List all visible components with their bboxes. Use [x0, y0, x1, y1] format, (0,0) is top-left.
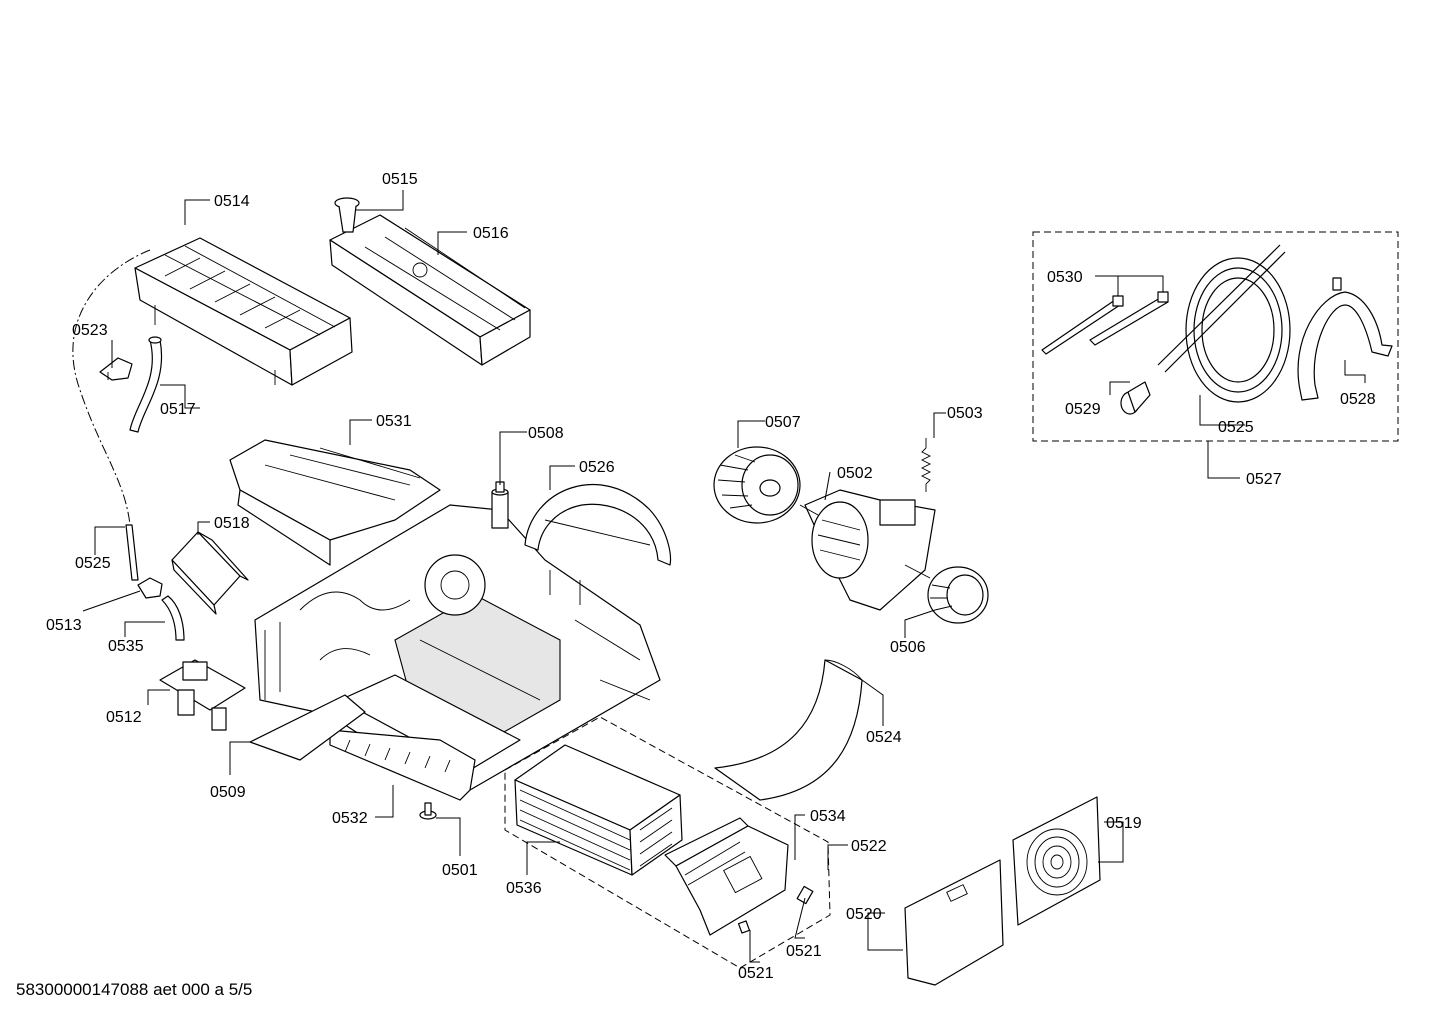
label-0515: 0515: [382, 171, 418, 188]
label-0526: 0526: [579, 459, 615, 476]
label-0508: 0508: [528, 425, 564, 442]
label-0525-right: 0525: [1218, 419, 1254, 436]
label-0507: 0507: [765, 414, 801, 431]
label-0523: 0523: [72, 322, 108, 339]
base-housing: [254, 504, 661, 801]
part-0529-grommet: [1120, 381, 1151, 415]
label-0536: 0536: [506, 880, 542, 897]
assembly-0522-outline: [504, 716, 831, 969]
part-0518-cover: [171, 531, 249, 615]
part-0501-screw: [419, 802, 437, 820]
part-0509-plate: [249, 694, 366, 761]
part-0536-heat-exchanger: [514, 744, 683, 876]
part-0513-connector: [137, 577, 163, 599]
label-0534: 0534: [810, 808, 846, 825]
part-0503-spring: [920, 438, 932, 492]
label-0531: 0531: [376, 413, 412, 430]
label-0501: 0501: [442, 862, 478, 879]
label-0524: 0524: [866, 729, 902, 746]
label-0522: 0522: [851, 838, 887, 855]
part-0523-clip: [99, 357, 133, 381]
label-0513: 0513: [46, 617, 82, 634]
part-0507-fan-wheel: [713, 446, 801, 524]
label-0509: 0509: [210, 784, 246, 801]
part-0526-half-shell: [524, 484, 672, 605]
hose-0525-left-path: [72, 249, 151, 526]
label-0521-bottom: 0521: [738, 965, 774, 982]
part-0521-clip-a: [737, 920, 751, 934]
part-0531-air-duct: [229, 439, 441, 566]
label-0503: 0503: [947, 405, 983, 422]
label-0530: 0530: [1047, 269, 1083, 286]
part-0516-tank-lid: [329, 214, 531, 366]
label-0519: 0519: [1106, 815, 1142, 832]
part-0524-curved-strip: [714, 659, 863, 801]
part-0502-motor: [799, 489, 936, 611]
part-0534-filter: [664, 817, 789, 936]
part-0525-coiled-hose: [1157, 244, 1291, 403]
label-0512: 0512: [106, 709, 142, 726]
part-0521-clip-b: [796, 885, 814, 905]
part-0512-valve: [159, 659, 246, 731]
label-0506: 0506: [890, 639, 926, 656]
label-0518: 0518: [214, 515, 250, 532]
part-0514-container: [134, 237, 353, 386]
part-0519-cover-plate: [1012, 796, 1101, 926]
label-0516: 0516: [473, 225, 509, 242]
part-0530-cable-ties: [1041, 291, 1169, 355]
kit-0527-outline: [1032, 231, 1399, 442]
part-0528-bracket: [1297, 277, 1393, 401]
label-0514: 0514: [214, 193, 250, 210]
label-0517: 0517: [160, 401, 196, 418]
part-labels: 0514 0515 0516 0523 0517 0531 0508 0526 …: [46, 171, 1376, 982]
part-0532-grid-bar: [329, 729, 476, 801]
part-0520-flap: [904, 859, 1004, 986]
part-0515-spout: [334, 197, 360, 233]
label-0525-left: 0525: [75, 555, 111, 572]
label-0527: 0527: [1246, 471, 1282, 488]
part-0525-hose-end: [125, 524, 139, 581]
label-0529: 0529: [1065, 401, 1101, 418]
label-0521-right: 0521: [786, 943, 822, 960]
label-0520: 0520: [846, 906, 882, 923]
leader-lines: [82, 190, 1366, 963]
label-0532: 0532: [332, 810, 368, 827]
label-0528: 0528: [1340, 391, 1376, 408]
label-0535: 0535: [108, 638, 144, 655]
drawing-reference-footer: 58300000147088 aet 000 a 5/5: [16, 980, 253, 999]
part-0508-cylinder: [491, 481, 509, 529]
part-0506-fan-wheel: [927, 566, 989, 624]
part-0517-hose: [129, 336, 163, 433]
label-0502: 0502: [837, 465, 873, 482]
part-0535-tube: [161, 595, 185, 641]
